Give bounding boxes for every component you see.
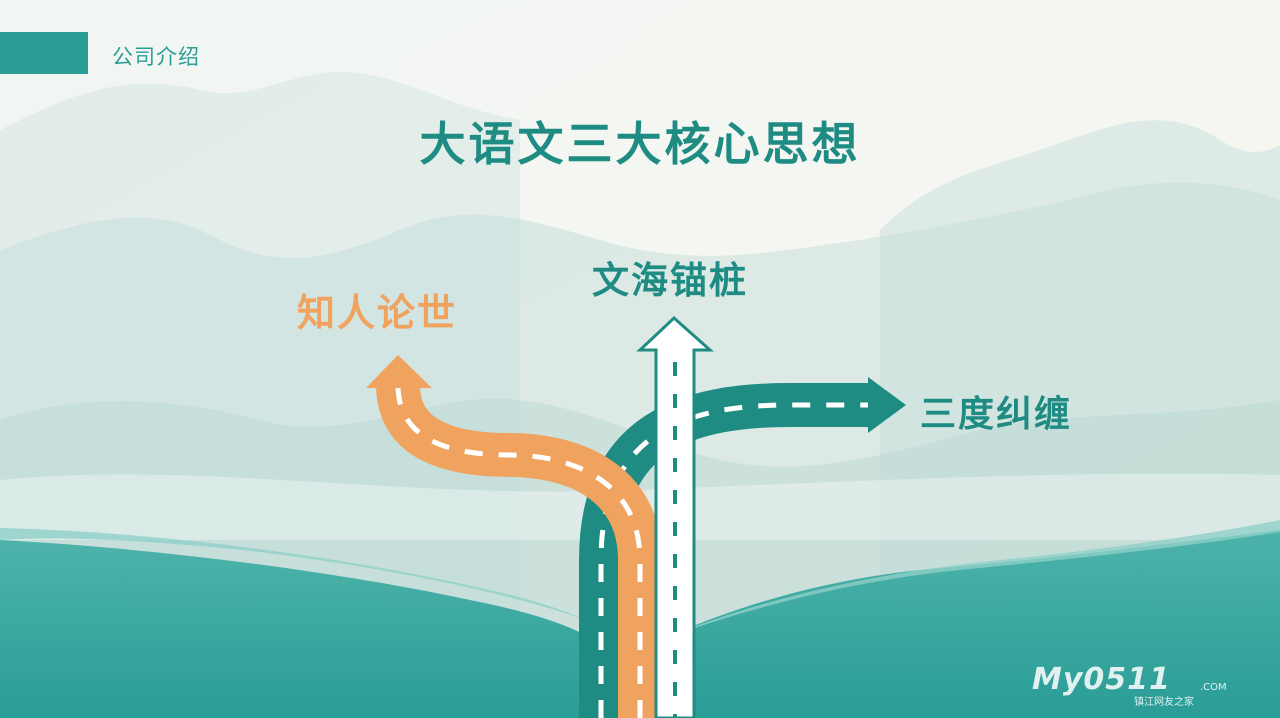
white-road-center	[636, 315, 714, 718]
road-label-center: 文海锚桩	[592, 259, 748, 302]
page-title: 大语文三大核心思想	[419, 117, 861, 171]
watermark-subtitle: 镇江网友之家	[1134, 697, 1194, 708]
road-label-left: 知人论世	[297, 291, 458, 335]
hill-left-highlight	[0, 528, 590, 622]
orange-road-left	[366, 355, 662, 718]
header-accent-bar	[0, 32, 88, 74]
hill-left	[0, 540, 610, 718]
watermark-domain: .COM	[1200, 682, 1227, 693]
hill-right-highlight	[660, 520, 1280, 640]
arrow-head-left	[366, 355, 432, 388]
arrow-head-right	[868, 377, 906, 433]
watermark-logo: My0511 .COM 镇江网友之家	[1022, 662, 1252, 708]
watermark-brand: My0511	[1032, 662, 1171, 697]
section-label: 公司介绍	[112, 45, 200, 69]
hill-right	[640, 530, 1280, 718]
road-label-right: 三度纠缠	[920, 394, 1073, 435]
